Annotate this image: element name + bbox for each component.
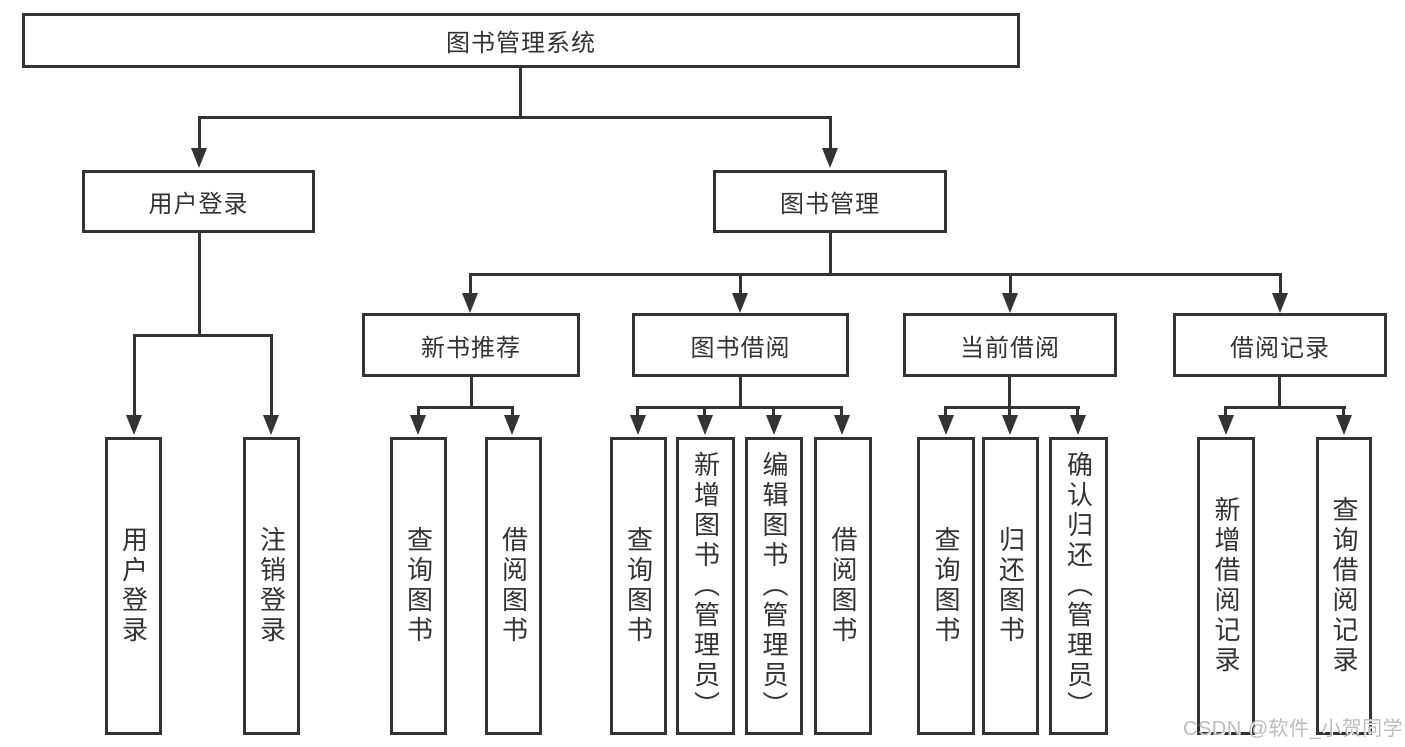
arrow-down-icon [410,415,426,435]
node-new-book-recommend: 新书推荐 [362,313,580,377]
arrow-down-icon [834,415,850,435]
node-label: 当前借阅 [960,334,1060,362]
connector-segment [944,406,947,417]
arrow-down-icon [1218,415,1234,435]
connector-segment [739,273,742,295]
connector-segment [703,406,706,417]
leaf-label: 归还图书 [995,526,1026,646]
leaf-user-login: 用户登录 [105,437,162,735]
connector-segment [944,406,1080,409]
connector-segment [829,233,832,276]
connector-segment [1224,406,1346,409]
leaf-label: 注销登录 [256,526,287,646]
arrow-down-icon [462,293,478,313]
arrow-down-icon [504,415,520,435]
leaf-add-borrow-record: 新增借阅记录 [1197,437,1255,735]
arrow-down-icon [732,293,748,313]
leaf-query-books-2: 查询图书 [610,437,667,735]
connector-segment [1076,406,1079,417]
connector-segment [133,334,136,417]
connector-segment [1279,273,1282,295]
node-label: 图书管理系统 [446,30,596,57]
leaf-label: 借阅图书 [498,526,529,646]
node-label: 借阅记录 [1230,334,1330,362]
connector-segment [198,233,201,337]
connector-segment [469,273,1282,276]
connector-segment [270,334,273,417]
node-borrowing-records: 借阅记录 [1173,313,1387,377]
arrow-down-icon [1002,293,1018,313]
connector-segment [470,377,473,408]
arrow-down-icon [1272,293,1288,313]
arrow-down-icon [191,148,207,168]
leaf-borrow-books-1: 借阅图书 [485,437,542,735]
leaf-label: 查询图书 [403,526,434,646]
connector-segment [1008,406,1011,417]
connector-segment [637,406,843,409]
leaf-label: 确认归还（管理员） [1063,451,1094,721]
arrow-down-icon [938,415,954,435]
leaf-label: 借阅图书 [828,526,858,646]
leaf-borrow-books-2: 借阅图书 [814,437,872,735]
connector-segment [511,406,514,417]
node-label: 图书管理 [780,191,880,218]
connector-segment [198,116,832,119]
connector-segment [1224,406,1227,417]
leaf-label: 用户登录 [118,526,149,646]
node-label: 用户登录 [148,191,249,218]
arrow-down-icon [1336,415,1352,435]
leaf-add-book-admin: 新增图书（管理员） [676,437,735,735]
connector-segment [417,406,420,417]
arrow-down-icon [263,415,279,435]
leaf-label: 查询图书 [931,526,961,646]
node-label: 新书推荐 [421,334,521,362]
connector-segment [519,68,522,119]
connector-segment [1278,377,1281,408]
arrow-down-icon [126,415,142,435]
connector-segment [1342,406,1345,417]
connector-segment [417,406,514,409]
node-label: 图书借阅 [690,334,791,362]
leaf-logout: 注销登录 [243,437,300,735]
connector-segment [1009,273,1012,295]
leaf-label: 查询图书 [623,526,654,646]
leaf-label: 编辑图书（管理员） [759,451,789,721]
arrow-down-icon [822,148,838,168]
leaf-label: 新增图书（管理员） [690,451,721,721]
leaf-query-books-1: 查询图书 [390,437,447,735]
arrow-down-icon [630,415,646,435]
connector-segment [1008,377,1011,408]
connector-segment [739,377,742,408]
arrow-down-icon [697,415,713,435]
leaf-label: 新增借阅记录 [1211,496,1241,676]
leaf-edit-book-admin: 编辑图书（管理员） [745,437,803,735]
leaf-label: 查询借阅记录 [1329,496,1359,676]
connector-segment [840,406,843,417]
arrow-down-icon [1070,415,1086,435]
connector-segment [772,406,775,417]
watermark: CSDN @软件_小贺同学 [1183,718,1404,740]
connector-segment [133,334,273,337]
arrow-down-icon [1002,415,1018,435]
arrow-down-icon [766,415,782,435]
leaf-query-borrow-record: 查询借阅记录 [1316,437,1372,735]
node-book-borrowing: 图书借阅 [632,313,849,377]
node-current-borrowing: 当前借阅 [903,313,1117,377]
connector-segment [829,116,832,152]
leaf-confirm-return-admin: 确认归还（管理员） [1049,437,1108,735]
node-book-management: 图书管理 [713,170,947,233]
connector-segment [469,273,472,295]
leaf-query-books-3: 查询图书 [917,437,975,735]
node-library-system: 图书管理系统 [22,13,1020,68]
leaf-return-book: 归还图书 [982,437,1039,735]
node-user-login: 用户登录 [82,170,315,233]
connector-segment [636,406,639,417]
connector-segment [198,116,201,152]
